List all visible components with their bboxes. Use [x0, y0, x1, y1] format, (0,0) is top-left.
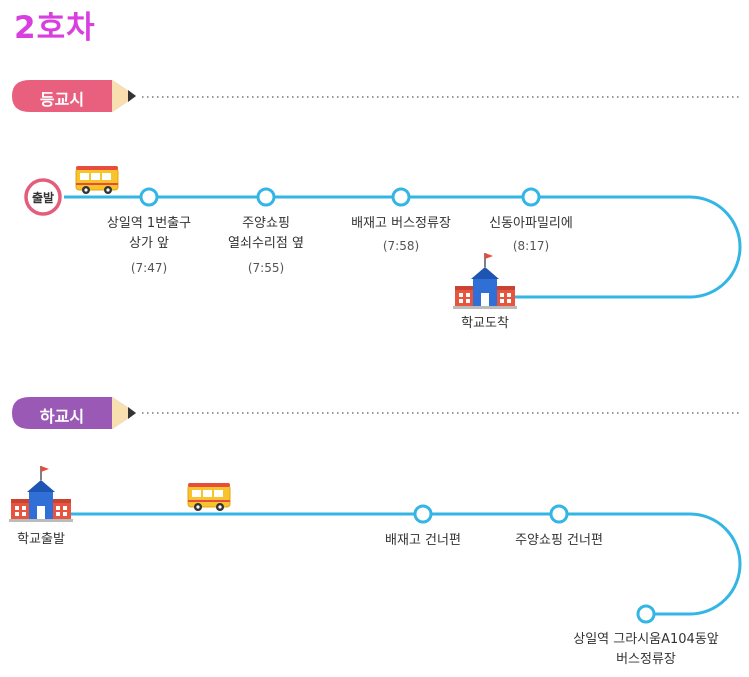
morning-start-label: 출발 — [31, 191, 55, 205]
morning-stop-3-label: 배재고 버스정류장 (7:58) — [351, 214, 451, 256]
afternoon-stop-2-label: 주양쇼핑 건너편 — [515, 533, 603, 548]
afternoon-badge — [12, 397, 136, 429]
afternoon-route-line — [70, 512, 742, 616]
stop-name-2: 버스정류장 — [616, 652, 676, 667]
morning-start-marker — [24, 178, 62, 216]
morning-stop-1-label: 상일역 1번출구 상가 앞 (7:47) — [107, 214, 191, 278]
page-title: 2호차 — [14, 10, 96, 46]
morning-bus-icon — [75, 165, 119, 195]
afternoon-stop-1-label: 배재고 건너편 — [385, 533, 461, 548]
afternoon-stop-3-marker — [636, 604, 656, 624]
morning-school-icon — [452, 252, 518, 310]
morning-badge — [12, 80, 136, 112]
afternoon-start-label: 학교출발 — [17, 532, 65, 547]
stop-name: 신동아파밀리에 — [489, 216, 573, 231]
stop-time: (7:58) — [382, 239, 420, 253]
morning-label: 등교시 — [39, 90, 85, 109]
morning-stop-2-label: 주양쇼핑 열쇠수리점 옆 (7:55) — [228, 214, 304, 278]
morning-arrival-label: 학교도착 — [461, 316, 509, 331]
morning-stop-2-marker — [256, 187, 276, 207]
afternoon-stop-1-marker — [413, 504, 433, 524]
morning-stop-3-marker — [391, 187, 411, 207]
stop-time: (7:47) — [130, 261, 168, 275]
morning-stop-4-label: 신동아파밀리에 (8:17) — [489, 214, 573, 256]
stop-name: 상일역 그라시움A104동앞 — [573, 632, 719, 647]
stop-time: (7:55) — [247, 261, 285, 275]
afternoon-stop-3-label: 상일역 그라시움A104동앞 버스정류장 — [573, 630, 718, 670]
stop-time: (8:17) — [512, 239, 550, 253]
afternoon-bus-icon — [187, 482, 231, 512]
stop-name: 배재고 버스정류장 — [351, 216, 451, 231]
afternoon-stop-2-marker — [549, 504, 569, 524]
morning-stop-4-marker — [521, 187, 541, 207]
afternoon-school-icon — [8, 465, 74, 523]
morning-stop-1-marker — [139, 187, 159, 207]
stop-name: 상일역 1번출구 — [106, 216, 192, 231]
stop-name: 주양쇼핑 — [242, 216, 290, 231]
morning-route-line — [64, 195, 742, 299]
stop-name-2: 상가 앞 — [128, 236, 170, 251]
stop-name-2: 열쇠수리점 옆 — [228, 236, 304, 251]
afternoon-label: 하교시 — [39, 407, 85, 426]
